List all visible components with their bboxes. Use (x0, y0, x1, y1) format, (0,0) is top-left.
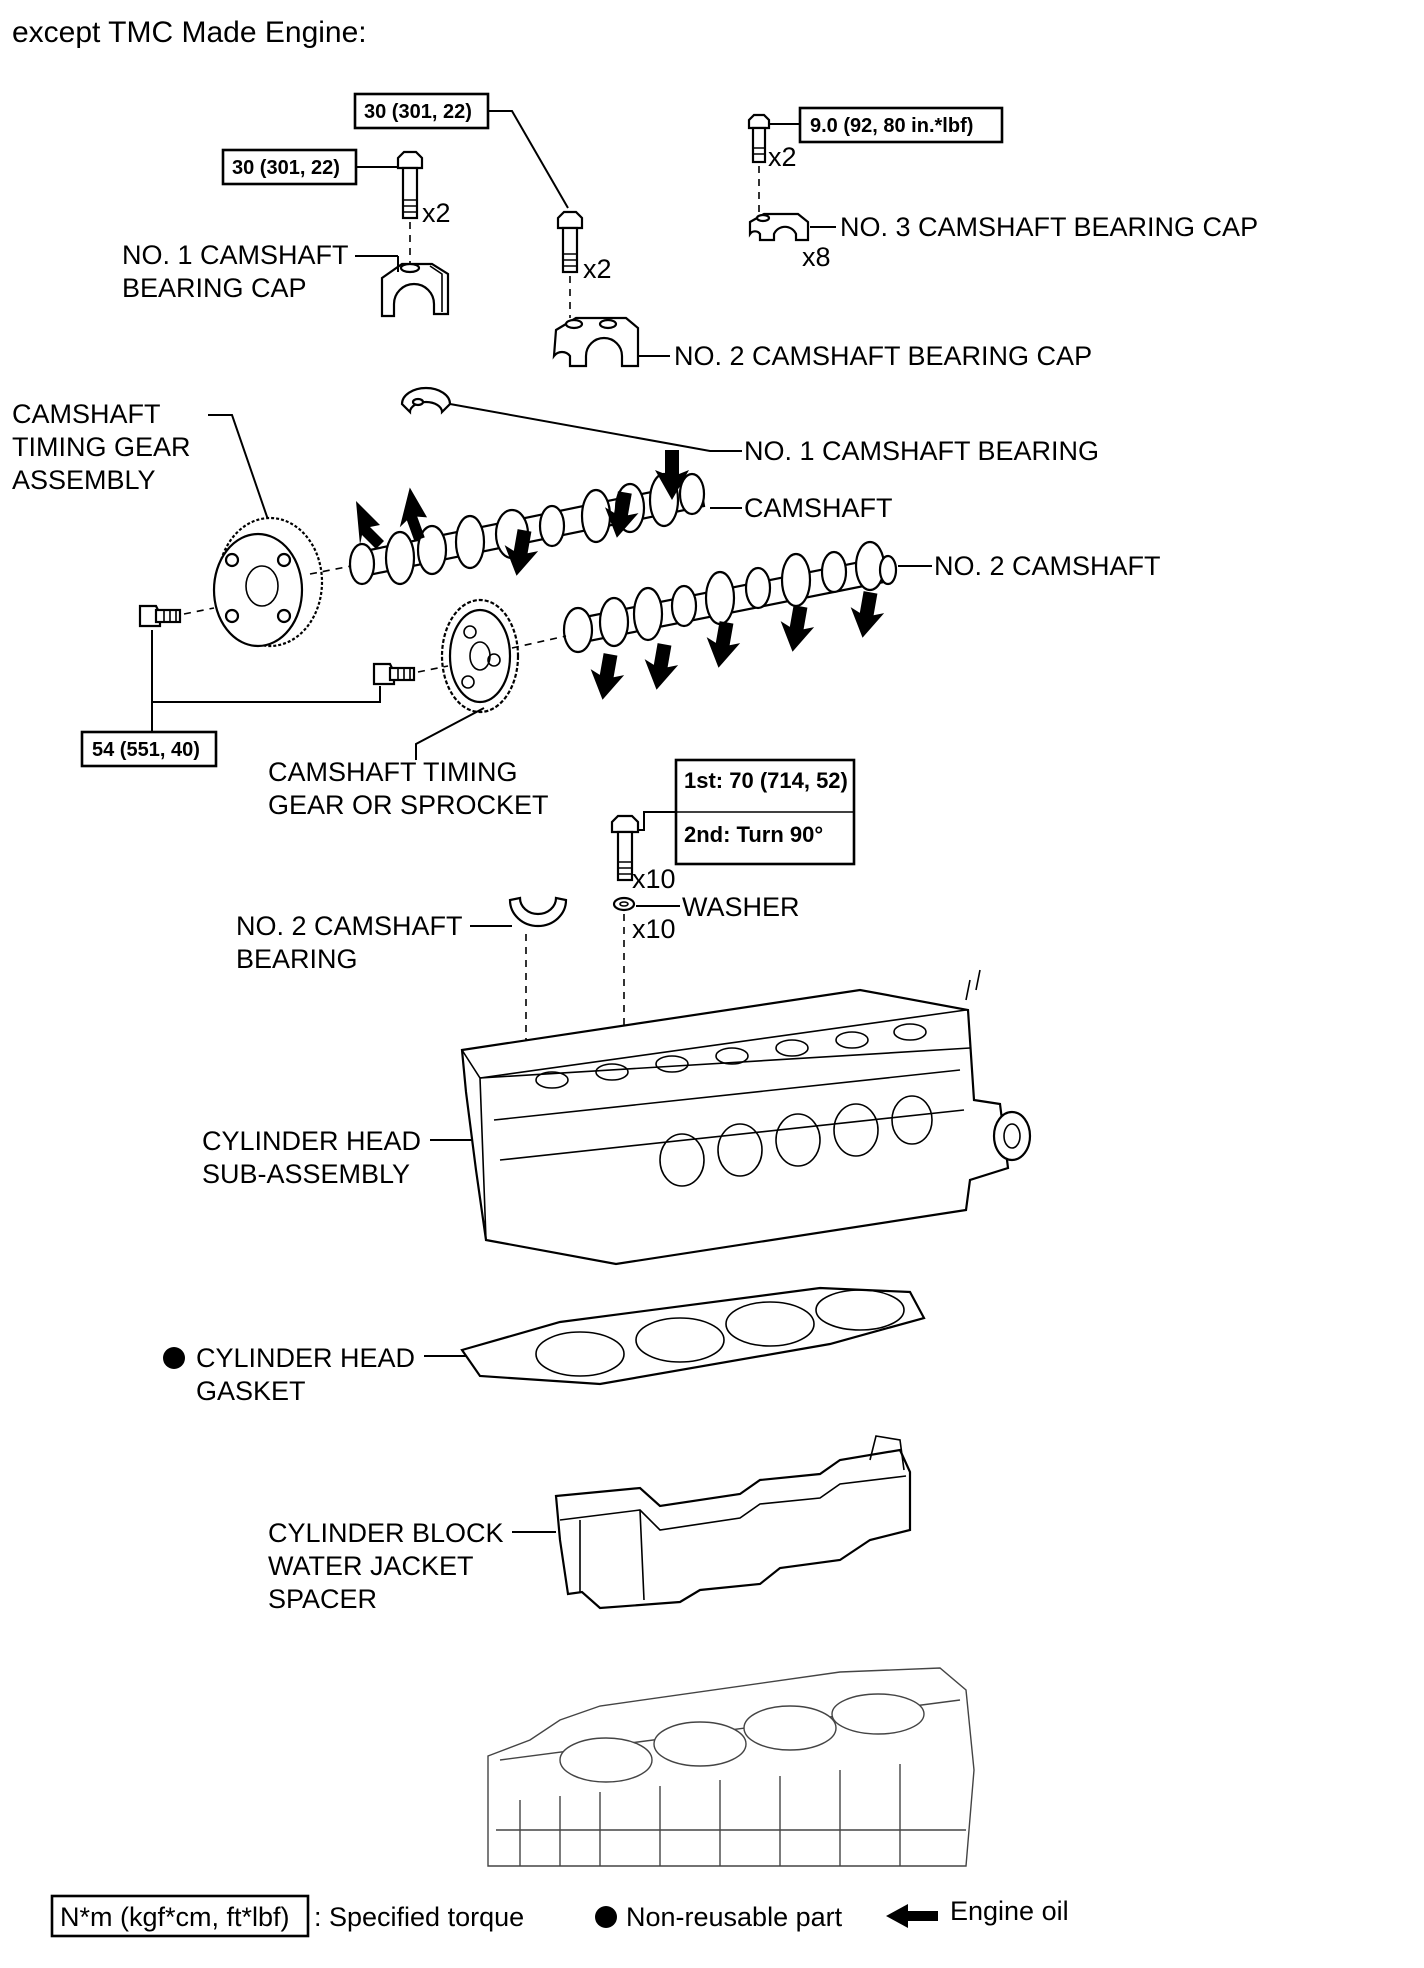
label-timing-gear-3: ASSEMBLY (12, 465, 156, 495)
camshaft-timing-sprocket (440, 598, 520, 714)
engine-oil-arrow (399, 487, 428, 542)
label-no2-bearing-1: NO. 2 CAMSHAFT (236, 911, 463, 941)
label-no1-cap-2: BEARING CAP (122, 273, 307, 303)
page-heading: except TMC Made Engine: (12, 16, 367, 49)
engine-oil-arrow (504, 529, 539, 576)
camshaft (348, 472, 706, 586)
no2-camshaft (562, 540, 898, 654)
non-reusable-mark (163, 1347, 185, 1369)
legend-torque-box (50, 1894, 310, 1938)
no1-camshaft-bearing-cap (380, 262, 450, 318)
label-no3-cap: NO. 3 CAMSHAFT BEARING CAP (840, 212, 1258, 242)
legend-torque-desc: : Specified torque (314, 1902, 524, 1932)
leader-line (208, 414, 276, 541)
cylinder-head-bolt (610, 814, 640, 882)
legend-non-reusable-icon (595, 1906, 617, 1928)
engine-oil-arrow (644, 643, 679, 690)
qty-no2-cap-bolt: x2 (583, 254, 612, 284)
water-jacket-spacer (554, 1435, 912, 1610)
label-timing-gear-1: CAMSHAFT (12, 399, 161, 429)
leader-line (636, 811, 676, 831)
torque-head-bolt-2nd: 2nd: Turn 90° (684, 822, 823, 847)
label-spacer-2: WATER JACKET (268, 1551, 474, 1581)
label-no1-bearing: NO. 1 CAMSHAFT BEARING (744, 436, 1099, 466)
assembly-line (511, 635, 567, 649)
bolt-no3-cap (747, 113, 771, 164)
label-spacer-1: CYLINDER BLOCK (268, 1518, 504, 1548)
torque-no1-cap: 30 (301, 22) (232, 157, 340, 179)
label-timing-gear-2: TIMING GEAR (12, 432, 191, 462)
bolt-no1-cap (396, 150, 424, 220)
qty-no1-cap-bolt: x2 (422, 198, 451, 228)
torque-box-no3-cap (798, 106, 1004, 144)
engine-oil-arrow (780, 605, 815, 652)
legend-non-reusable: Non-reusable part (626, 1902, 843, 1932)
label-cyl-head-1: CYLINDER HEAD (202, 1126, 421, 1156)
label-camshaft: CAMSHAFT (744, 493, 893, 523)
engine-oil-arrow (655, 450, 689, 500)
gear-bolt-upper (138, 604, 182, 628)
engine-oil-arrow (706, 621, 741, 668)
no1-camshaft-bearing (400, 386, 452, 415)
label-sprocket-1: CAMSHAFT TIMING (268, 757, 518, 787)
assembly-line (417, 665, 449, 673)
cylinder-head-sub-assembly (460, 969, 1032, 1266)
cylinder-head-gasket (460, 1286, 926, 1386)
legend-engine-oil-icon (886, 1904, 938, 1928)
engine-oil-arrow (850, 591, 885, 638)
head-bolt-washer (612, 896, 636, 912)
assembly-line (183, 607, 215, 615)
engine-oil-arrow (590, 653, 625, 700)
torque-box-no1-cap (221, 148, 358, 186)
torque-head-bolt-1st: 1st: 70 (714, 52) (684, 768, 848, 793)
qty-no3-cap-bolt: x2 (768, 142, 797, 172)
torque-box-no2-cap (353, 92, 490, 130)
label-spacer-3: SPACER (268, 1584, 377, 1614)
label-no1-cap-1: NO. 1 CAMSHAFT (122, 240, 349, 270)
engine-oil-arrow (356, 501, 384, 549)
camshaft-timing-gear-assembly (212, 516, 324, 648)
label-no2-camshaft: NO. 2 CAMSHAFT (934, 551, 1161, 581)
cylinder-block-outline (487, 1667, 975, 1867)
no2-camshaft-bearing-cap (552, 316, 640, 368)
leader-line (449, 403, 742, 452)
torque-no3-cap: 9.0 (92, 80 in.*lbf) (810, 115, 973, 137)
legend-torque-units: N*m (kgf*cm, ft*lbf) (60, 1902, 290, 1932)
leader-line (151, 630, 381, 703)
gear-bolt-lower (372, 662, 416, 686)
label-gasket-2: GASKET (196, 1376, 306, 1406)
no3-camshaft-bearing-cap (748, 212, 810, 242)
qty-no3-cap: x8 (802, 242, 831, 272)
no2-camshaft-bearing (508, 896, 568, 928)
engine-oil-arrow (604, 491, 639, 538)
legend-engine-oil: Engine oil (950, 1896, 1069, 1926)
label-washer: WASHER (682, 892, 800, 922)
label-no2-cap: NO. 2 CAMSHAFT BEARING CAP (674, 341, 1092, 371)
leader-line (415, 707, 485, 760)
bolt-no2-cap (556, 210, 584, 274)
leader-line (488, 110, 569, 209)
qty-washer: x10 (632, 914, 676, 944)
label-no2-bearing-2: BEARING (236, 944, 358, 974)
torque-no2-cap: 30 (301, 22) (364, 101, 472, 123)
label-gasket-1: CYLINDER HEAD (196, 1343, 415, 1373)
qty-head-bolt: x10 (632, 864, 676, 894)
torque-gear-bolts: 54 (551, 40) (92, 739, 200, 761)
label-cyl-head-2: SUB-ASSEMBLY (202, 1159, 410, 1189)
torque-box-gear-bolts (80, 730, 218, 768)
label-sprocket-2: GEAR OR SPROCKET (268, 790, 549, 820)
